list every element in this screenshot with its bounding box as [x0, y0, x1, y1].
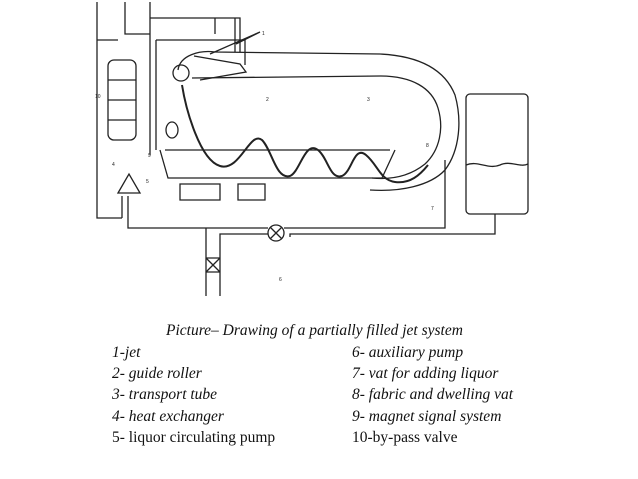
part-label-4: 4 — [112, 162, 115, 168]
part-label-10: 10 — [95, 94, 101, 100]
part-label-3: 3 — [367, 97, 370, 103]
guide-roller — [172, 64, 190, 82]
part-label-1: 1 — [262, 31, 265, 37]
part-label-9: 9 — [148, 153, 151, 159]
fabric-folds — [181, 84, 429, 184]
part-label-5: 5 — [146, 179, 149, 185]
circulating-pump — [116, 172, 142, 194]
right-return-pipe — [289, 214, 496, 237]
transport-tube — [177, 50, 460, 192]
part-label-2: 2 — [266, 97, 269, 103]
bottom-pipe — [219, 233, 268, 296]
auxiliary-pump — [267, 224, 285, 242]
jet-nozzle — [193, 55, 248, 81]
magnet-signal — [165, 121, 179, 139]
vat-base — [179, 183, 266, 201]
bypass-valve — [205, 257, 221, 273]
inner-pipe — [149, 17, 246, 155]
part-labels: 1 2 3 4 5 6 7 8 9 10 — [95, 31, 434, 283]
dwelling-vat — [159, 149, 396, 179]
part-label-7: 7 — [431, 206, 434, 212]
part-label-8: 8 — [426, 143, 429, 149]
outer-pipe-frame — [96, 2, 446, 296]
part-label-6: 6 — [279, 277, 282, 283]
liquor-vat — [465, 93, 529, 215]
